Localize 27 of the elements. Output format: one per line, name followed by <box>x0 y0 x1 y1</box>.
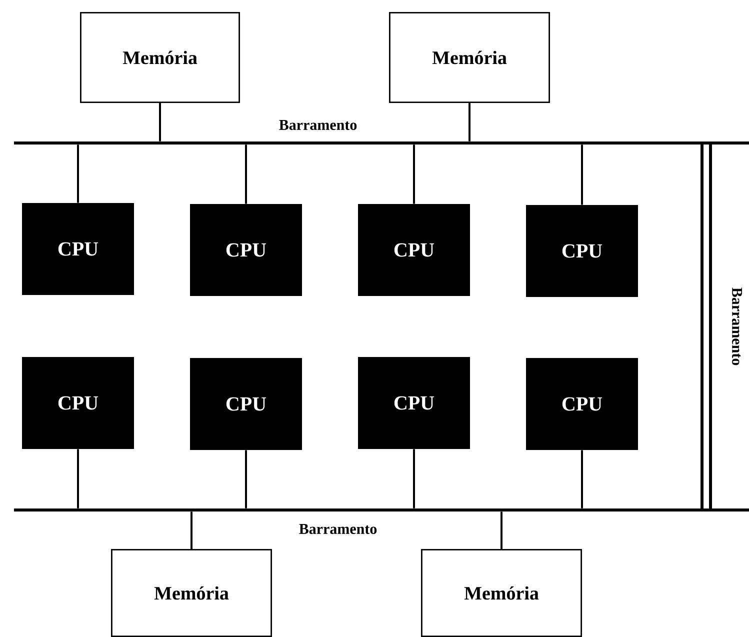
cpu-box: CPU <box>22 357 134 449</box>
cpu-box: CPU <box>526 358 638 450</box>
bus-line: Barramento <box>700 143 742 510</box>
connector-line <box>413 144 415 204</box>
cpu-box: CPU <box>358 357 470 449</box>
connector-line <box>190 512 192 549</box>
connector-line <box>413 449 415 508</box>
connector-line <box>245 450 247 508</box>
cpu-box: CPU <box>22 203 134 295</box>
memory-box: Memória <box>389 12 550 103</box>
connector-line <box>468 103 470 142</box>
cpu-box: CPU <box>526 205 638 297</box>
memory-box: Memória <box>421 549 582 637</box>
connector-line <box>500 512 502 549</box>
connector-line <box>581 144 583 205</box>
bus-line: Barramento <box>14 508 749 534</box>
connector-line <box>581 450 583 508</box>
cpu-box: CPU <box>358 204 470 296</box>
cpu-box: CPU <box>190 358 302 450</box>
connector-line <box>77 449 79 508</box>
connector-line <box>77 144 79 203</box>
memory-box: Memória <box>111 549 272 637</box>
bus-line: Barramento <box>14 120 749 144</box>
cpu-box: CPU <box>190 204 302 296</box>
connector-line <box>245 144 247 204</box>
connector-line <box>159 103 161 142</box>
memory-box: Memória <box>80 12 240 103</box>
